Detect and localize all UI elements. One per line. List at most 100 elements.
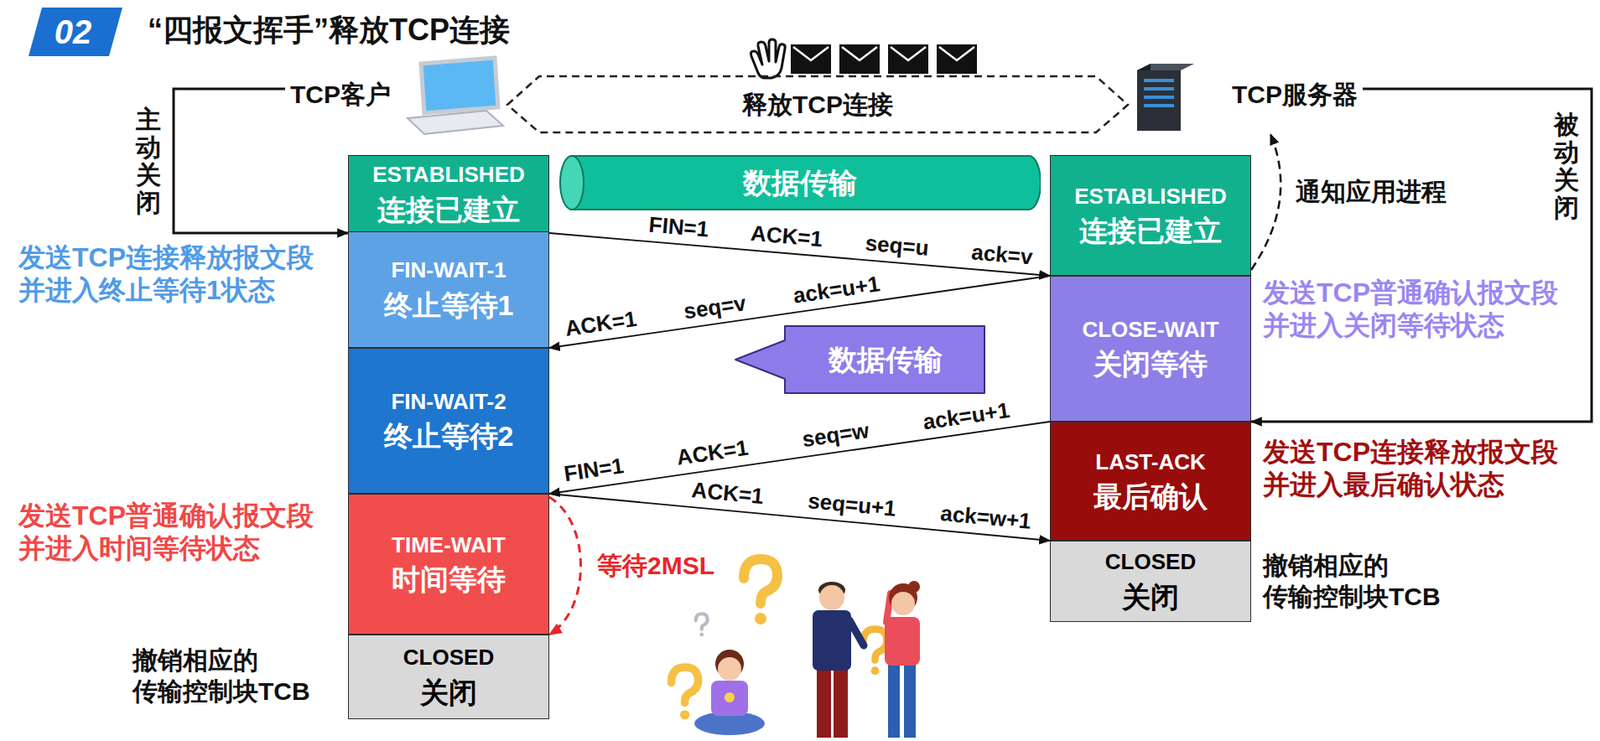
man-leg [833, 667, 848, 738]
question-mark [671, 667, 699, 720]
message-fields: FIN=1 ACK=1 seq=u ack=v [648, 212, 1034, 271]
edge-label: 主动关闭 [135, 105, 162, 217]
woman-bun [908, 581, 920, 593]
state-box: ESTABLISHED 连接已建立 [348, 155, 550, 234]
woman-figure [884, 581, 920, 738]
state-name: CLOSED [1105, 548, 1196, 577]
laptop-base [407, 110, 504, 135]
question-mark-dot [680, 710, 690, 720]
node-text: TCP客户 [290, 78, 391, 111]
man-head [819, 585, 845, 611]
state-name-cn: 关闭 [420, 675, 478, 712]
state-name-cn: 关闭等待 [1093, 346, 1208, 383]
envelope [888, 44, 929, 74]
message-fields: ACK=1 seq=v ack=u+1 [562, 270, 882, 343]
arrow-body [735, 326, 985, 394]
connector [1251, 134, 1281, 271]
pipe-body [571, 155, 1041, 210]
edge-label: 释放TCP连接 [742, 89, 894, 120]
node-text: 数据传输 [828, 342, 943, 379]
message-fields: ACK=1 seq=u+1 ack=w+1 [690, 477, 1033, 536]
envelope [936, 44, 977, 74]
question-mark [743, 559, 778, 625]
question-mark [696, 613, 708, 637]
girl-figure [694, 649, 765, 736]
envelope-flap [793, 46, 829, 61]
state-box: TIME-WAIT时间等待 [348, 493, 550, 635]
edge-label: 通知应用进程 [1295, 176, 1447, 208]
state-name-cn: 终止等待1 [384, 287, 515, 324]
connector [173, 88, 349, 234]
state-box: FIN-WAIT-1终止等待1 [348, 231, 550, 349]
note-text: 撤销相应的 传输控制块TCB [132, 645, 311, 707]
people-illustration [671, 559, 920, 738]
server-slot [1143, 87, 1175, 91]
section-number: 02 [28, 8, 118, 57]
girl-head [717, 657, 742, 681]
man-figure [812, 581, 864, 738]
server-slot [1143, 78, 1175, 83]
envelope [839, 44, 880, 74]
data-arrow: 数据传输 [732, 325, 986, 395]
state-name-cn: 最后确认 [1093, 478, 1208, 515]
woman-leg [888, 662, 900, 738]
envelope-flap [841, 46, 878, 61]
state-box: FIN-WAIT-2终止等待2 [348, 348, 550, 494]
man-leg [816, 667, 832, 738]
woman-leg [903, 662, 916, 738]
question-mark-dot [871, 666, 880, 676]
laptop-icon [407, 57, 504, 135]
diagram-title: “四报文挥手”释放TCP连接 [147, 10, 510, 52]
server-slot [1143, 103, 1175, 108]
state-name-cn: 连接已建立 [1079, 212, 1222, 250]
annotation-text: 发送TCP普通确认报文段 并进入时间等待状态 [18, 499, 314, 566]
envelope [790, 44, 832, 74]
edge-label: 等待2MSL [597, 550, 715, 582]
woman-body [884, 617, 920, 666]
girl-shirt [711, 680, 749, 717]
note-text: 撤销相应的 传输控制块TCB [1262, 550, 1441, 613]
state-name: ESTABLISHED [372, 161, 525, 189]
woman-head [891, 592, 915, 616]
question-mark-curve [743, 559, 778, 604]
state-name: ESTABLISHED [1074, 182, 1227, 211]
server-slot [1143, 95, 1175, 99]
state-name-cn: 时间等待 [391, 561, 506, 598]
server-front [1137, 70, 1181, 131]
girl-badge [724, 692, 735, 703]
question-mark-dot [699, 633, 704, 638]
endpoint-label: TCP服务器 [1127, 54, 1363, 135]
laptop-screen [420, 57, 499, 114]
man-arm [849, 620, 864, 646]
hand-shape [750, 39, 785, 78]
message-fields: FIN=1 ACK=1 seq=w ack=u+1 [562, 397, 1012, 488]
state-name-cn: 连接已建立 [377, 192, 520, 229]
title-badge [28, 7, 123, 57]
server-icon [1137, 63, 1195, 131]
state-box: CLOSE-WAIT关闭等待 [1049, 275, 1252, 422]
man-body [812, 610, 852, 671]
state-name: FIN-WAIT-1 [390, 256, 506, 285]
question-mark-curve [671, 667, 699, 703]
state-box: CLOSED关闭 [348, 634, 550, 720]
wave-hand-icon [750, 39, 785, 78]
double-arrow-outline [507, 76, 1128, 133]
state-box: ESTABLISHED连接已建立 [1049, 155, 1252, 276]
connector [1251, 88, 1592, 422]
node-text: 数据传输 [742, 165, 858, 202]
envelope-flap [939, 46, 975, 61]
state-name-cn: 终止等待2 [384, 418, 515, 455]
envelope-flap [890, 46, 926, 61]
state-name: FIN-WAIT-2 [390, 388, 506, 416]
state-name: CLOSE-WAIT [1081, 316, 1219, 344]
envelope-icons [790, 44, 977, 74]
state-name-cn: 关闭 [1122, 579, 1180, 616]
connector [549, 497, 582, 635]
state-name: LAST-ACK [1095, 448, 1206, 477]
question-mark-curve [696, 613, 708, 630]
data-pipe: 数据传输 [559, 155, 1041, 211]
state-box: LAST-ACK最后确认 [1049, 421, 1252, 541]
annotation-text: 发送TCP连接释放报文段 并进入终止等待1状态 [18, 241, 314, 307]
